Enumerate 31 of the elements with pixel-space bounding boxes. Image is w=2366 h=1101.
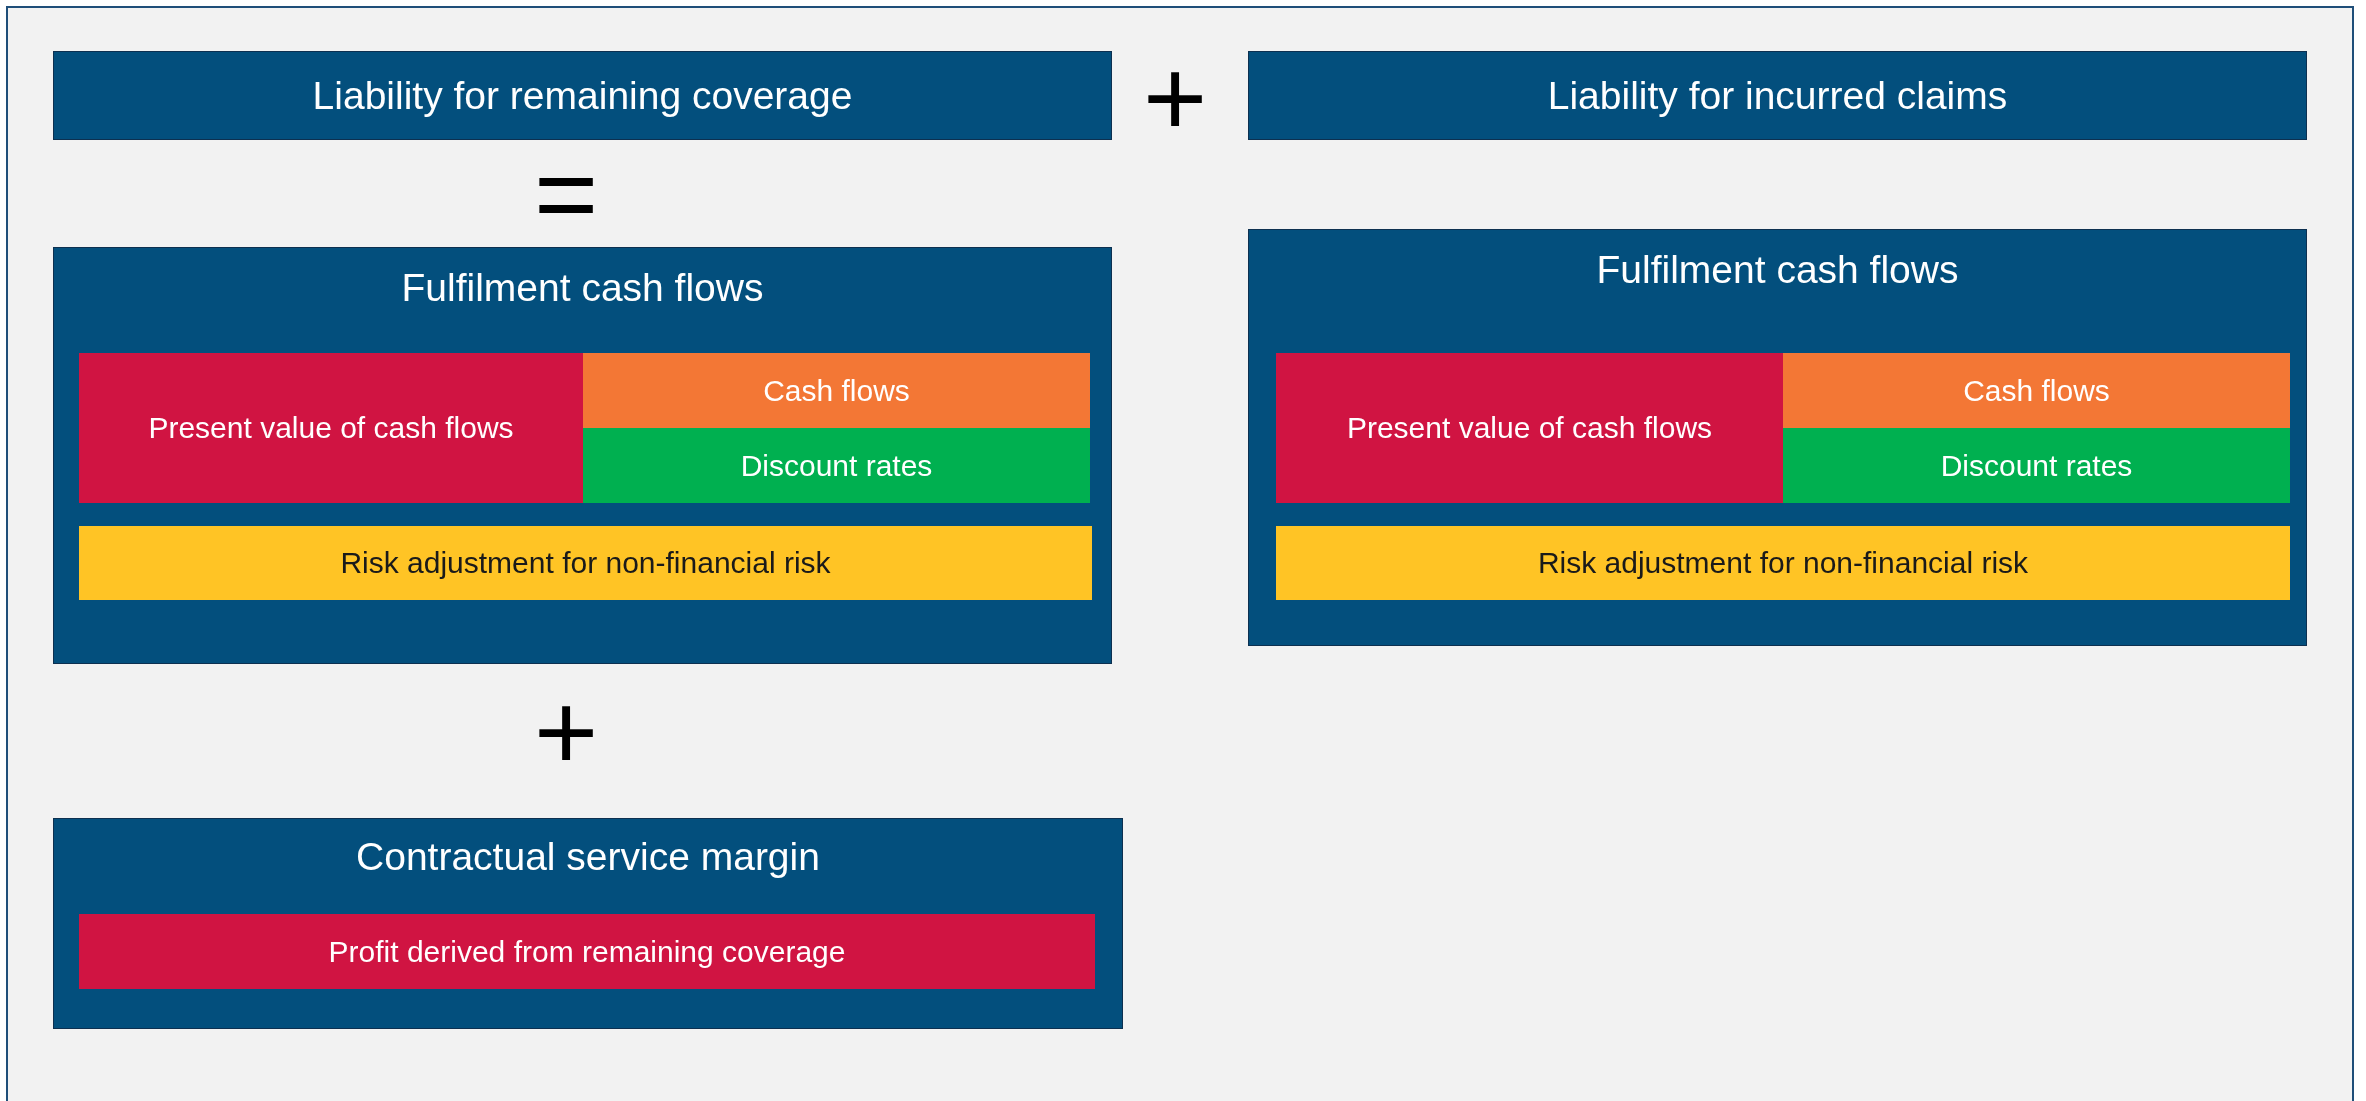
value-box bbox=[79, 914, 1095, 989]
panel-title: Contractual service margin bbox=[356, 835, 820, 879]
box-label: Discount rates bbox=[1940, 448, 2133, 483]
section-panel bbox=[1248, 229, 2307, 646]
value-box bbox=[1783, 353, 2290, 428]
value-box bbox=[79, 353, 583, 503]
box-label: Discount rates bbox=[740, 448, 933, 483]
section-panel bbox=[53, 818, 1123, 1029]
box-label: Profit derived from remaining coverage bbox=[328, 934, 846, 969]
operator-sign: + bbox=[533, 677, 599, 787]
operator-sign: = bbox=[533, 138, 599, 248]
panel-title: Fulfilment cash flows bbox=[1596, 248, 1959, 292]
box-label: Cash flows bbox=[763, 373, 910, 408]
value-box bbox=[79, 526, 1092, 600]
title-bar bbox=[1248, 51, 2307, 140]
value-box bbox=[583, 428, 1090, 503]
box-label: Risk adjustment for non-financial risk bbox=[1537, 546, 2029, 580]
box-label: Present value of cash flows bbox=[148, 411, 514, 445]
value-box bbox=[1783, 428, 2290, 503]
panel-title: Liability for remaining coverage bbox=[312, 73, 853, 118]
value-box bbox=[583, 353, 1090, 428]
panel-title: Fulfilment cash flows bbox=[401, 266, 764, 310]
box-label: Risk adjustment for non-financial risk bbox=[340, 546, 831, 580]
section-panel bbox=[53, 247, 1112, 664]
title-bar bbox=[53, 51, 1112, 140]
panel-title: Liability for incurred claims bbox=[1547, 73, 2008, 118]
box-label: Present value of cash flows bbox=[1346, 411, 1713, 445]
value-box bbox=[1276, 353, 1783, 503]
box-label: Cash flows bbox=[1963, 373, 2110, 408]
operator-sign: + bbox=[1142, 43, 1208, 153]
value-box bbox=[1276, 526, 2290, 600]
